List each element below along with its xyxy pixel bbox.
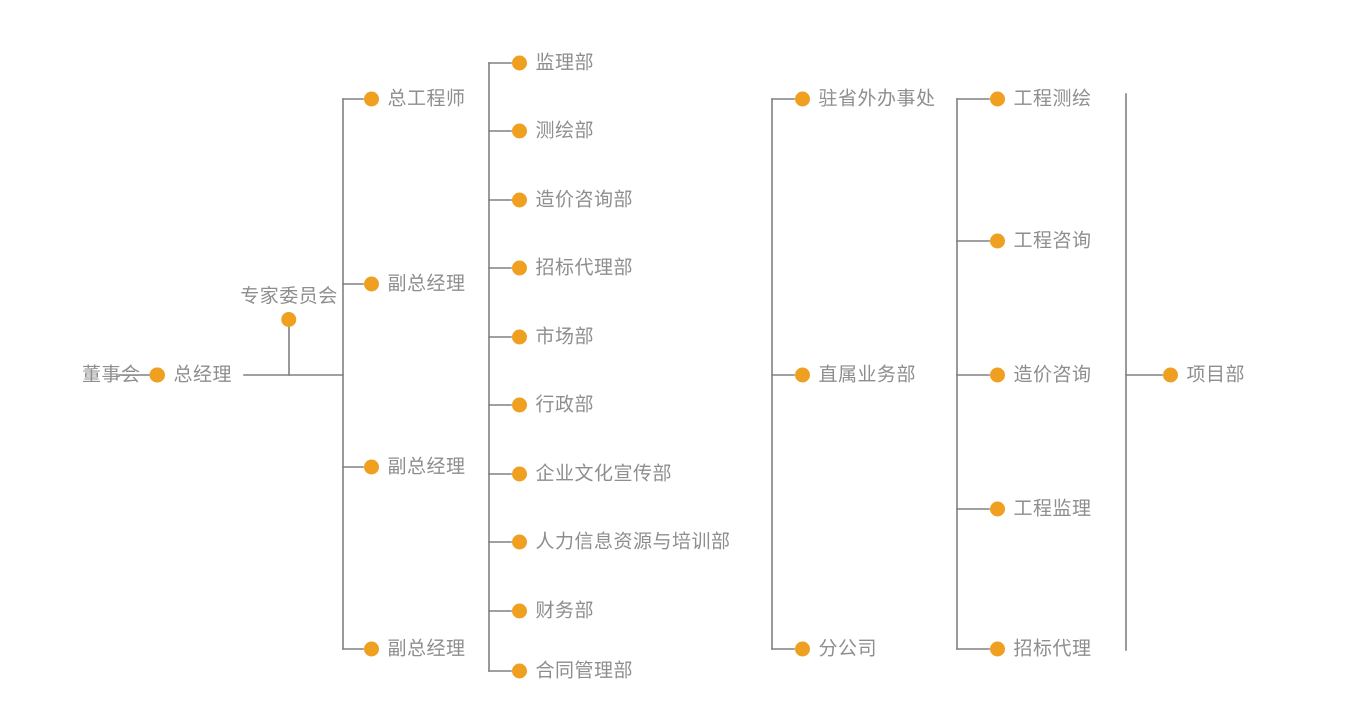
org-node-label: 副总经理 (387, 273, 466, 295)
org-node-label: 直属业务部 (818, 364, 917, 386)
org-node-svc-bidding[interactable]: 招标代理 (989, 638, 1092, 660)
org-node-label: 监理部 (535, 52, 595, 74)
node-dot-icon (511, 192, 527, 208)
org-node-label: 合同管理部 (535, 660, 634, 682)
org-node-dept-hr[interactable]: 人力信息资源与培训部 (511, 531, 731, 553)
org-node-label: 企业文化宣传部 (535, 463, 673, 485)
org-node-office-province[interactable]: 驻省外办事处 (794, 88, 936, 110)
org-node-branch-company[interactable]: 分公司 (794, 638, 878, 660)
org-node-svc-cost[interactable]: 造价咨询 (989, 364, 1092, 386)
org-node-deputy-gm-2[interactable]: 副总经理 (363, 456, 466, 478)
node-dot-icon (511, 466, 527, 482)
org-node-label: 驻省外办事处 (818, 88, 936, 110)
org-node-dept-culture[interactable]: 企业文化宣传部 (511, 463, 673, 485)
node-dot-icon (281, 312, 297, 327)
org-node-label: 工程咨询 (1013, 230, 1092, 252)
org-node-expert-committee[interactable]: 专家委员会 (240, 287, 338, 327)
node-dot-icon (363, 641, 379, 657)
node-dot-icon (794, 367, 810, 383)
node-dot-icon (511, 123, 527, 139)
node-dot-icon (511, 260, 527, 276)
org-node-dept-market[interactable]: 市场部 (511, 326, 595, 348)
org-node-label: 测绘部 (535, 120, 595, 142)
org-node-label: 分公司 (818, 638, 878, 660)
node-dot-icon (794, 641, 810, 657)
node-dot-icon (511, 663, 527, 679)
org-node-chief-engineer[interactable]: 总工程师 (363, 88, 466, 110)
org-node-svc-supervision[interactable]: 工程监理 (989, 498, 1092, 520)
org-node-project-dept[interactable]: 项目部 (1162, 364, 1246, 386)
node-dot-icon (989, 367, 1005, 383)
org-node-label: 招标代理部 (535, 257, 634, 279)
org-node-label: 董事会 (81, 364, 141, 386)
org-node-label: 造价咨询部 (535, 189, 634, 211)
org-node-dept-contract[interactable]: 合同管理部 (511, 660, 634, 682)
org-node-label: 副总经理 (387, 456, 466, 478)
org-node-svc-surveying[interactable]: 工程测绘 (989, 88, 1092, 110)
node-dot-icon (989, 501, 1005, 517)
org-node-deputy-gm-1[interactable]: 副总经理 (363, 273, 466, 295)
org-node-label: 总工程师 (387, 88, 466, 110)
org-node-label: 造价咨询 (1013, 364, 1092, 386)
node-dot-icon (363, 276, 379, 292)
node-dot-icon (794, 91, 810, 107)
node-dot-icon (511, 603, 527, 619)
node-dot-icon (511, 55, 527, 71)
org-node-gm[interactable]: 总经理 (149, 364, 233, 386)
org-node-dept-supervision[interactable]: 监理部 (511, 52, 595, 74)
org-node-label: 行政部 (535, 394, 595, 416)
org-node-dept-admin[interactable]: 行政部 (511, 394, 595, 416)
node-dot-icon (363, 91, 379, 107)
org-node-label: 副总经理 (387, 638, 466, 660)
org-node-label: 人力信息资源与培训部 (535, 531, 731, 553)
org-node-label: 工程测绘 (1013, 88, 1092, 110)
org-node-deputy-gm-3[interactable]: 副总经理 (363, 638, 466, 660)
node-dot-icon (989, 233, 1005, 249)
org-node-label: 工程监理 (1013, 498, 1092, 520)
org-node-label: 专家委员会 (240, 286, 338, 307)
node-dot-icon (511, 397, 527, 413)
org-node-label: 市场部 (535, 326, 595, 348)
org-node-dept-cost[interactable]: 造价咨询部 (511, 189, 634, 211)
node-dot-icon (1162, 367, 1178, 383)
node-dot-icon (149, 367, 165, 383)
org-node-dept-bidding[interactable]: 招标代理部 (511, 257, 634, 279)
node-dot-icon (511, 329, 527, 345)
node-dot-icon (989, 641, 1005, 657)
node-dot-icon (363, 459, 379, 475)
node-dot-icon (511, 534, 527, 550)
org-node-label: 招标代理 (1013, 638, 1092, 660)
org-node-dept-finance[interactable]: 财务部 (511, 600, 595, 622)
node-dot-icon (989, 91, 1005, 107)
org-node-svc-consulting[interactable]: 工程咨询 (989, 230, 1092, 252)
org-node-label: 总经理 (173, 364, 233, 386)
org-node-label: 项目部 (1186, 364, 1246, 386)
org-node-dept-surveying[interactable]: 测绘部 (511, 120, 595, 142)
org-node-direct-business[interactable]: 直属业务部 (794, 364, 917, 386)
org-node-label: 财务部 (535, 600, 595, 622)
